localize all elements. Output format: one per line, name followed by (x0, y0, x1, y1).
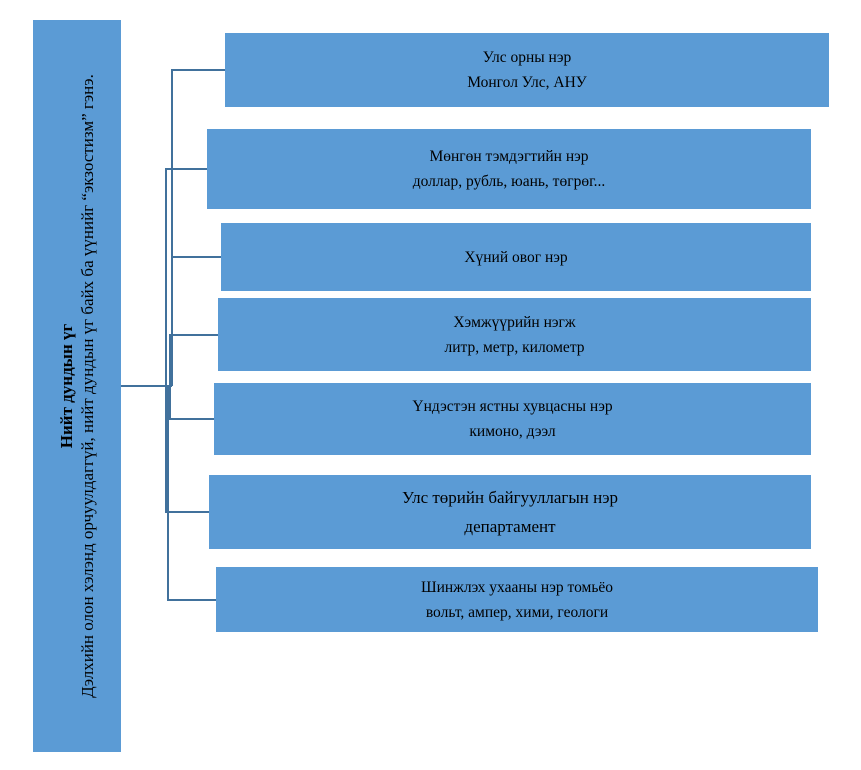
connector-3 (171, 256, 221, 386)
category-examples: вольт, ампер, хими, геологи (425, 603, 609, 621)
common-words-panel: Нийт дундын үг Дэлхийн олон хэлэнд орчуу… (33, 20, 121, 752)
category-box-country-names: Улс орны нэр Монгол Улс, АНУ (225, 33, 829, 107)
category-box-political-organizations: Улс төрийн байгууллагын нэр департамент (209, 475, 811, 549)
common-words-title: Нийт дундын үг (57, 323, 76, 449)
category-title: Хүний овог нэр (464, 248, 568, 266)
connector-2 (165, 168, 207, 386)
category-box-personal-names: Хүний овог нэр (221, 223, 811, 291)
category-examples: доллар, рубль, юань, төгрөг... (412, 173, 606, 190)
category-title: Улс орны нэр (482, 49, 572, 66)
category-title: Улс төрийн байгууллагын нэр (401, 488, 619, 507)
category-box-national-clothing: Үндэстэн ястны хувцасны нэр кимоно, дээл (214, 383, 811, 455)
common-words-definition: Дэлхийн олон хэлэнд орчуулдаггүй, нийт д… (78, 74, 97, 698)
common-words-text: Нийт дундын үг Дэлхийн олон хэлэнд орчуу… (56, 26, 98, 746)
category-box-measurement-units: Хэмжүүрийн нэгж литр, метр, километр (218, 298, 811, 371)
category-title: Мөнгөн тэмдэгтийн нэр (429, 148, 589, 165)
connector-4 (169, 334, 218, 386)
category-examples: кимоно, дээл (469, 423, 556, 440)
category-title: Үндэстэн ястны хувцасны нэр (412, 398, 613, 415)
category-box-scientific-terms: Шинжлэх ухааны нэр томьёо вольт, ампер, … (216, 567, 818, 632)
category-title: Шинжлэх ухааны нэр томьёо (420, 578, 614, 596)
category-examples: Монгол Улс, АНУ (467, 74, 587, 91)
connector-6 (165, 386, 209, 513)
category-examples: литр, метр, километр (444, 338, 585, 356)
category-examples: департамент (464, 517, 556, 536)
connector-7 (167, 386, 216, 601)
connector-5 (169, 386, 214, 420)
category-title: Хэмжүүрийн нэгж (453, 313, 576, 331)
category-box-currency-names: Мөнгөн тэмдэгтийн нэр доллар, рубль, юан… (207, 129, 811, 209)
